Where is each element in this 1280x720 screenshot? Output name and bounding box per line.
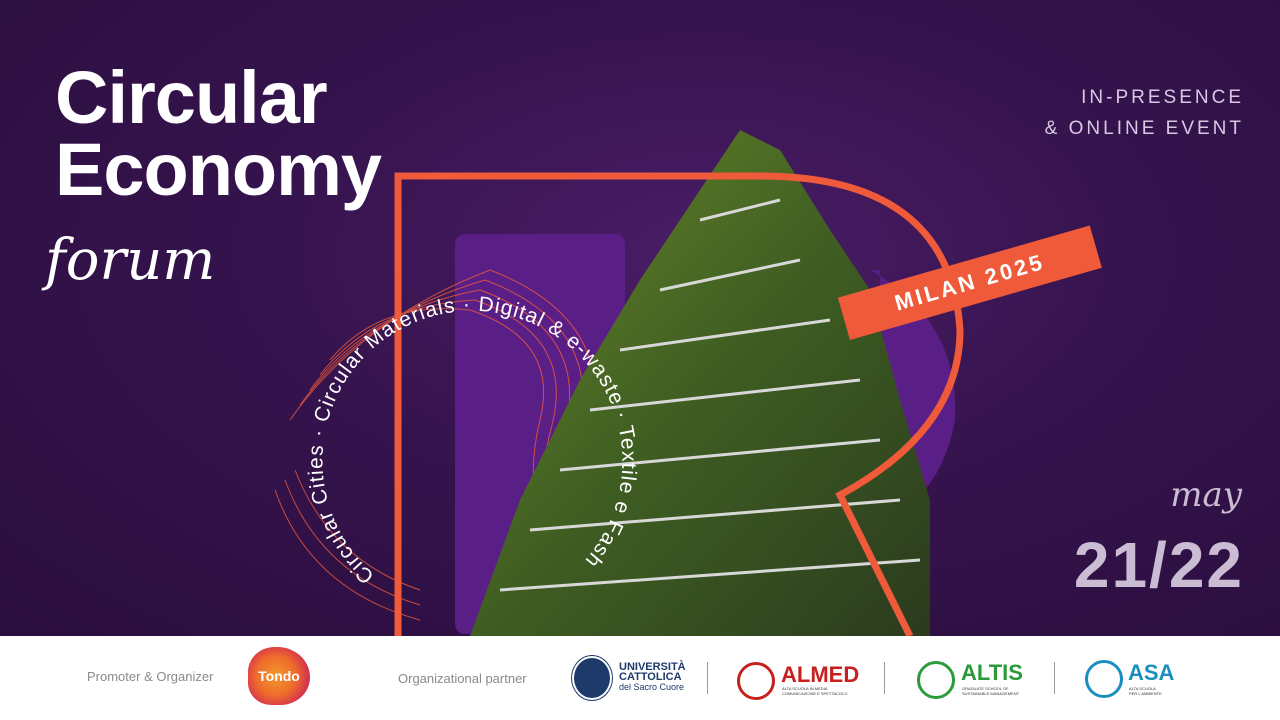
almed-sub-1: ALTA SCUOLA IN MEDIA	[782, 686, 828, 691]
almed-name: ALMED	[781, 662, 860, 687]
altis-name: ALTIS	[961, 660, 1023, 685]
title-forum: forum	[45, 228, 216, 293]
almed-icon	[737, 662, 775, 700]
building-balconies	[499, 198, 921, 592]
hero-banner: Circular Cities · Circular Materials · D…	[0, 0, 1280, 636]
event-type: IN-PRESENCE & ONLINE EVENT	[1045, 82, 1244, 144]
divider	[1054, 662, 1055, 694]
asa-sub-2: PER L'AMBIENTE	[1129, 691, 1162, 696]
almed-sub-2: COMUNICAZIONE E SPETTACOLO	[782, 691, 848, 696]
asa-icon	[1085, 660, 1123, 698]
date-days: 21/22	[1073, 529, 1244, 601]
partner-label: Organizational partner	[398, 671, 527, 686]
altis-sub-1: GRADUATE SCHOOL OF	[962, 686, 1009, 691]
event-type-line-1: IN-PRESENCE	[1081, 87, 1244, 108]
forum-title: Circular Economy	[55, 56, 382, 211]
title-line-1: Circular	[55, 56, 328, 139]
cattolica-logo-text: UNIVERSITÀ CATTOLICA del Sacro Cuore	[619, 661, 686, 693]
asa-sub-1: ALTA SCUOLA	[1129, 686, 1156, 691]
asa-name: ASA	[1128, 660, 1175, 685]
promoter-label: Promoter & Organizer	[87, 669, 214, 684]
cattolica-name-3: del Sacro Cuore	[619, 682, 685, 692]
vertical-forest-building	[470, 130, 930, 636]
r-outline	[394, 172, 964, 636]
title-line-2: Economy	[55, 128, 382, 211]
cattolica-seal-icon	[572, 656, 612, 700]
altis-sub-2: SUSTAINABLE MANAGEMENT	[962, 691, 1020, 696]
sponsor-footer: Promoter & Organizer Tondo Organizationa…	[0, 636, 1280, 720]
cattolica-name-2: CATTOLICA	[619, 671, 682, 683]
tondo-logo: Tondo	[248, 647, 310, 705]
r-logo-artwork: Circular Cities · Circular Materials · D…	[274, 130, 964, 636]
altis-icon	[917, 661, 955, 699]
date-month: may	[1170, 475, 1242, 515]
tondo-logo-text: Tondo	[258, 668, 300, 684]
cattolica-name-1: UNIVERSITÀ	[619, 661, 686, 673]
divider	[884, 662, 885, 694]
divider	[707, 662, 708, 694]
event-type-line-2: & ONLINE EVENT	[1044, 118, 1244, 139]
